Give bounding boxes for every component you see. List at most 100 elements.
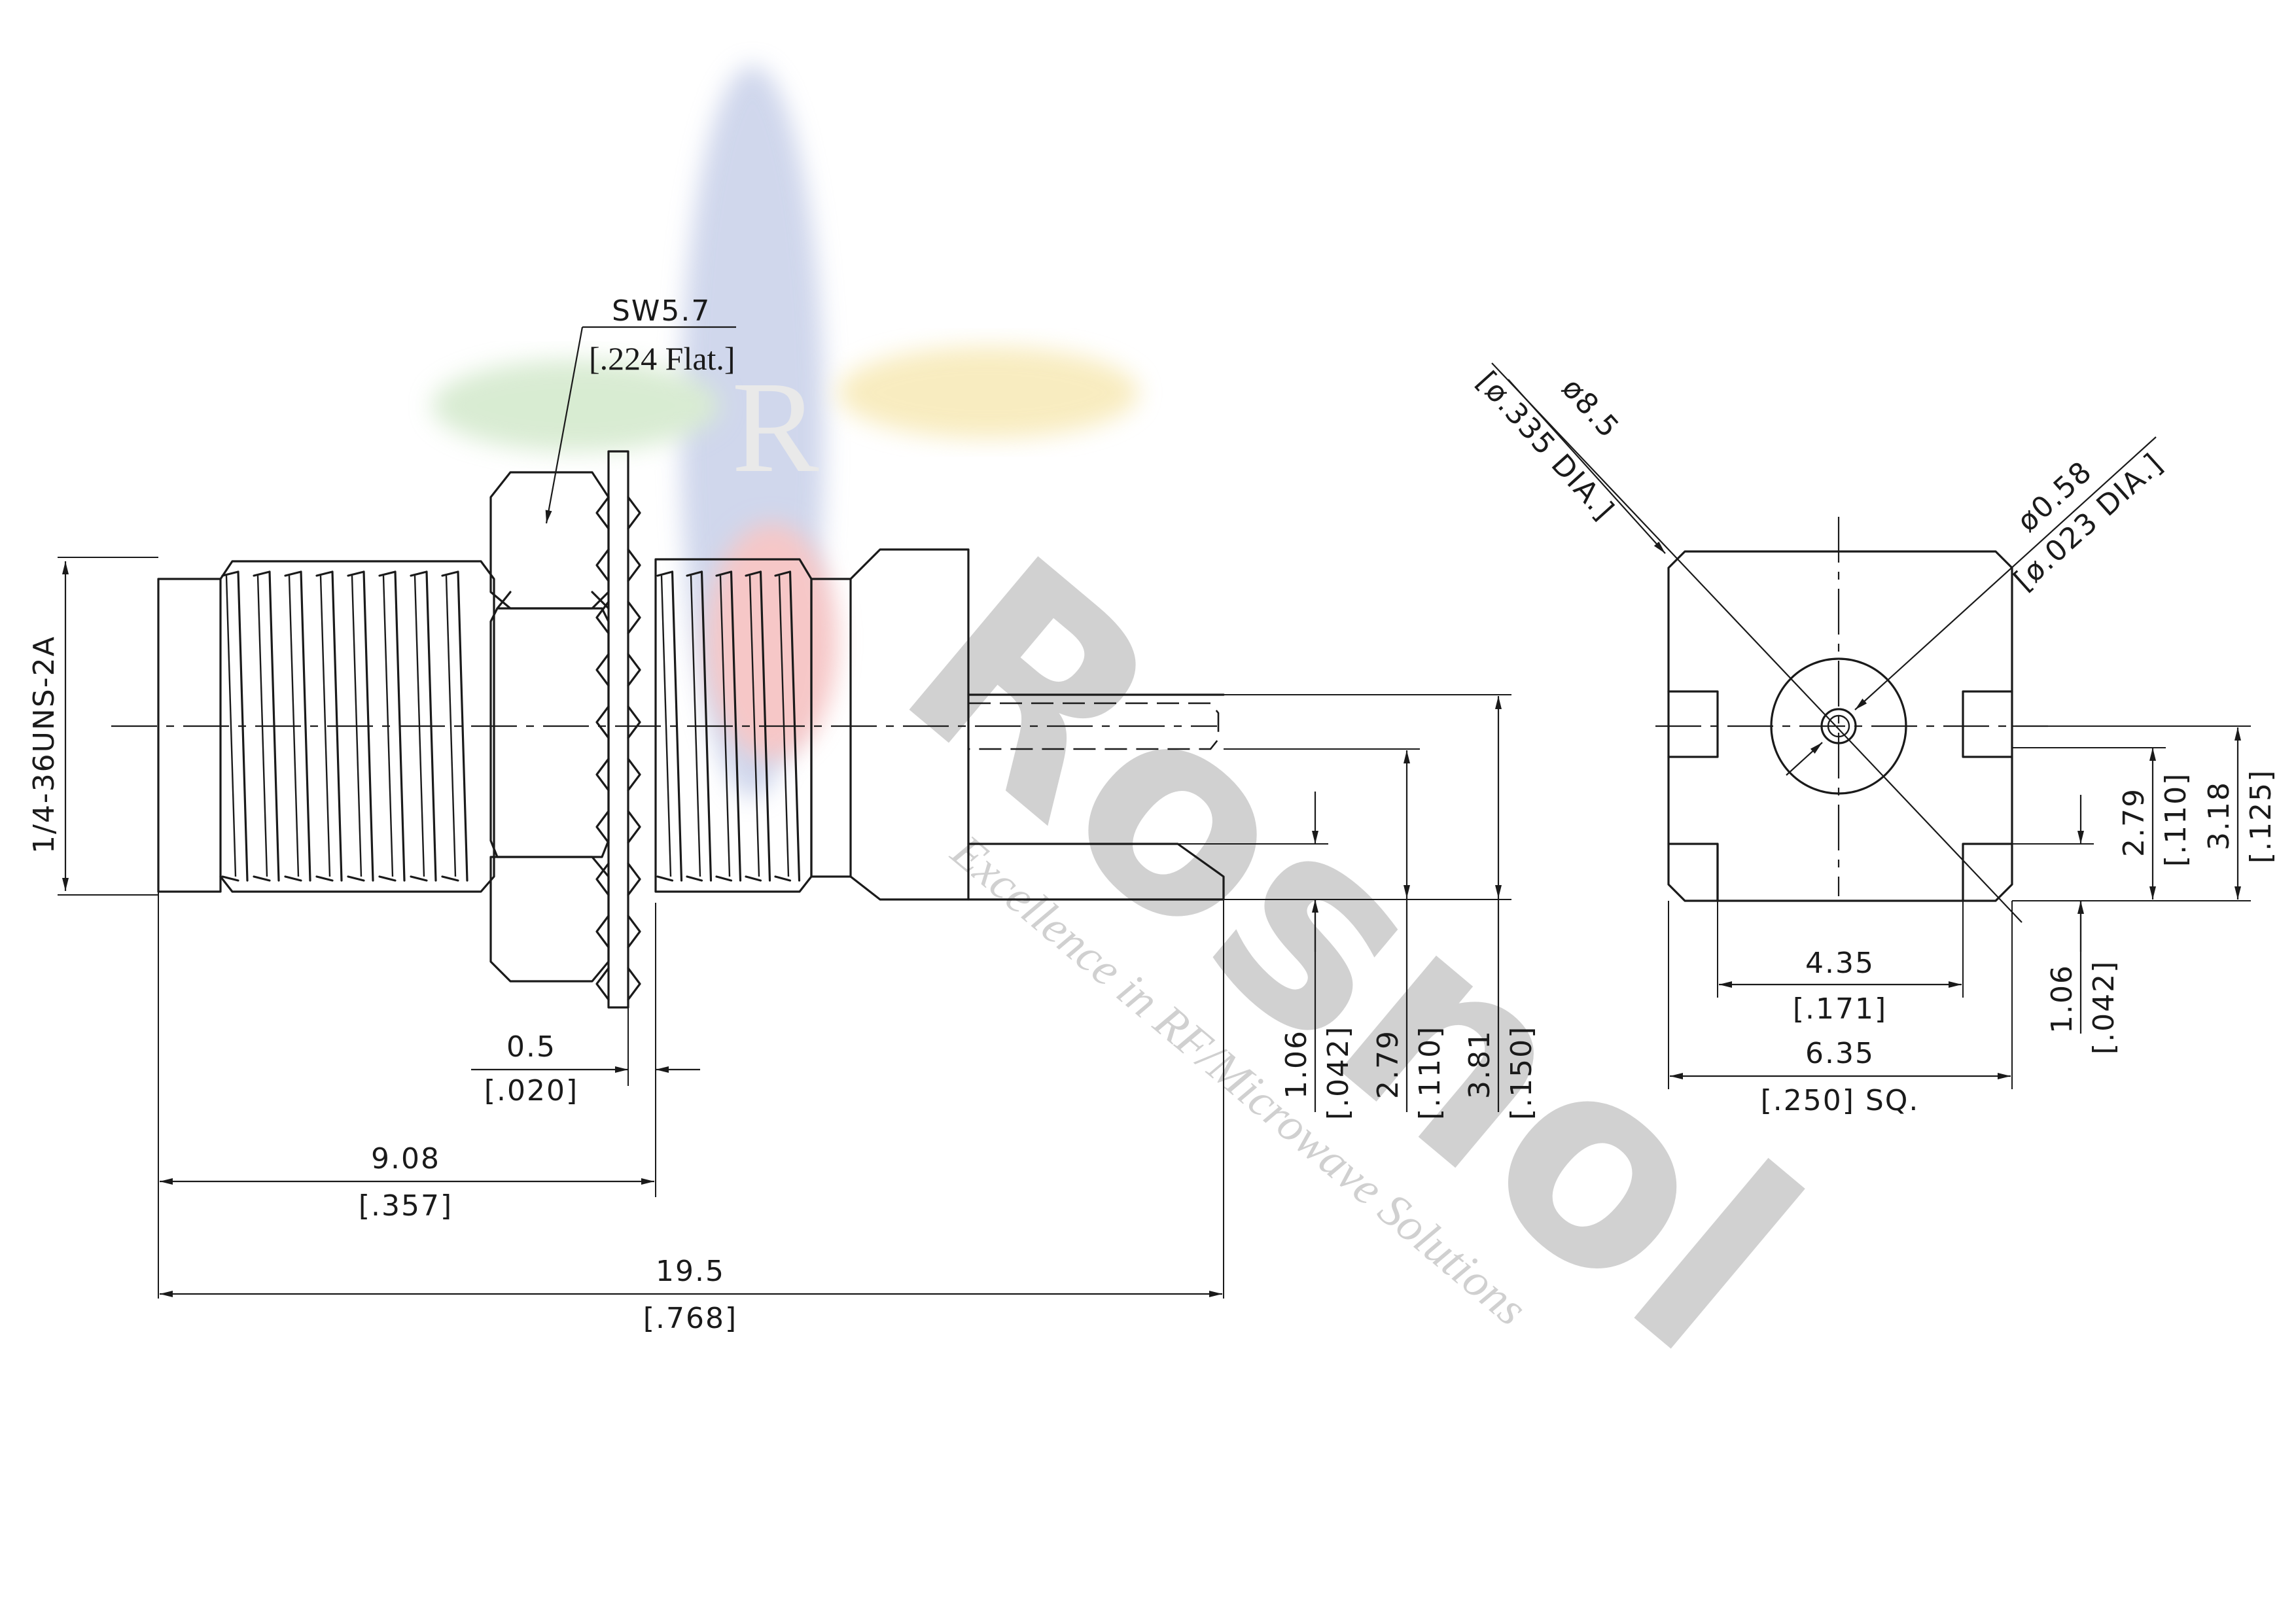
washer-tooth <box>595 705 610 739</box>
leader-pin-dia-b <box>1786 742 1823 776</box>
logo-green-petal <box>432 360 720 451</box>
logo-red-petal <box>707 523 838 759</box>
thread-root <box>288 575 300 877</box>
front-lip <box>157 578 222 893</box>
thread-root <box>690 575 701 877</box>
body-collar <box>810 578 852 878</box>
thread-crest <box>441 570 468 882</box>
washer-tooth <box>627 496 641 530</box>
washer-tooth <box>595 862 610 896</box>
washer-tooth <box>595 758 610 792</box>
thread-crest <box>745 570 771 882</box>
panel-mm: 9.08 <box>371 1142 440 1176</box>
thread-root <box>225 575 237 877</box>
front-tab-mm: 1.06 <box>2045 964 2079 1034</box>
dia-in: [ø.335 DIA.] <box>1470 365 1621 527</box>
side-height-in: [.150] <box>1505 1026 1538 1120</box>
thread-root <box>351 575 362 877</box>
leader-dia <box>1491 362 2022 923</box>
watermark-brand: Rosnol <box>848 498 1852 1414</box>
side-pin-mm: 2.79 <box>1371 1030 1405 1099</box>
washer-tooth <box>627 548 641 582</box>
washer-tooth <box>595 915 610 949</box>
thread-crest <box>347 570 374 882</box>
side-tab-mm: 1.06 <box>1280 1030 1313 1099</box>
panel-in: [.357] <box>359 1189 453 1223</box>
square-mm: 6.35 <box>1805 1037 1875 1070</box>
washer-tooth <box>627 810 641 844</box>
hex-label: SW5.7 <box>612 294 711 328</box>
square-in: [.250] SQ. <box>1761 1084 1920 1117</box>
thread-root <box>660 575 672 877</box>
front-height-in: [.125] <box>2244 769 2278 864</box>
washer-tooth <box>595 653 610 687</box>
side-height-mm: 3.81 <box>1463 1030 1496 1099</box>
washer-tooth <box>595 496 610 530</box>
thread-root <box>256 575 268 877</box>
overall-in: [.768] <box>643 1302 737 1335</box>
thread-crest <box>221 570 249 882</box>
front-thread-body <box>219 560 495 893</box>
front-slot-left <box>1667 690 1719 758</box>
washer-tooth <box>627 758 641 792</box>
washer-tooth <box>627 967 641 1001</box>
leader-dia-arrow <box>1508 379 1666 554</box>
center-pin-hidden <box>968 702 1220 750</box>
thread-crest <box>253 570 280 882</box>
thread-root <box>382 575 394 877</box>
inner-in: [.171] <box>1793 992 1887 1026</box>
inner-mm: 4.35 <box>1805 947 1875 980</box>
thread-crest <box>315 570 343 882</box>
washer-tooth <box>627 915 641 949</box>
thread-crest <box>378 570 406 882</box>
watermark-logo: R <box>432 65 1139 798</box>
washer-tooth <box>627 705 641 739</box>
thread-crest <box>656 570 683 882</box>
overall-mm: 19.5 <box>656 1255 725 1288</box>
washer-tooth <box>595 548 610 582</box>
front-height-mm: 3.18 <box>2202 781 2236 850</box>
washer-tooth <box>627 601 641 635</box>
thread-root <box>319 575 331 877</box>
dielectric-circle <box>1770 657 1907 795</box>
front-pin-in: [.110] <box>2159 773 2193 867</box>
tab-outline <box>967 843 1225 901</box>
thread-crest <box>284 570 311 882</box>
thread-crest <box>774 570 801 882</box>
square-flange <box>1667 550 2013 902</box>
washer-teeth <box>595 496 641 1001</box>
washer-mm: 0.5 <box>506 1030 556 1064</box>
center-pin-inner <box>1827 714 1850 738</box>
thread-root <box>445 575 457 877</box>
washer-in: [.020] <box>484 1074 578 1108</box>
lock-washer <box>607 450 629 1009</box>
washer-tooth <box>595 967 610 1001</box>
thread-crest <box>686 570 713 882</box>
thread-crest <box>715 570 742 882</box>
center-pin-circle <box>1820 708 1857 744</box>
washer-tooth <box>627 862 641 896</box>
side-pin-in: [.110] <box>1413 1026 1447 1120</box>
front-threads <box>221 570 468 882</box>
logo-yellow-petal <box>838 347 1139 438</box>
hex-nut-chamfer <box>496 591 610 610</box>
washer-tooth <box>627 653 641 687</box>
thread-crest <box>410 570 437 882</box>
side-view: 1/4-36UNS-2A SW5.7 [.224 Flat.] 0.5 [.02… <box>27 294 1538 1335</box>
front-tab-in: [.042] <box>2087 960 2121 1055</box>
side-tab-in: [.042] <box>1322 1026 1355 1120</box>
rear-threads <box>656 570 801 882</box>
hex-nut-bottom <box>489 856 610 983</box>
washer-tooth <box>595 601 610 635</box>
logo-letter: R <box>732 355 819 500</box>
thread-root <box>778 575 790 877</box>
thread-root <box>749 575 760 877</box>
front-slot-right <box>1962 690 2013 758</box>
hex-leader <box>545 326 584 524</box>
hex-nut-middle <box>489 607 610 858</box>
body-flange <box>849 548 970 901</box>
front-pin-mm: 2.79 <box>2117 788 2151 857</box>
hex-nut-top <box>489 471 610 610</box>
leader-pin-dia <box>1854 436 2157 710</box>
